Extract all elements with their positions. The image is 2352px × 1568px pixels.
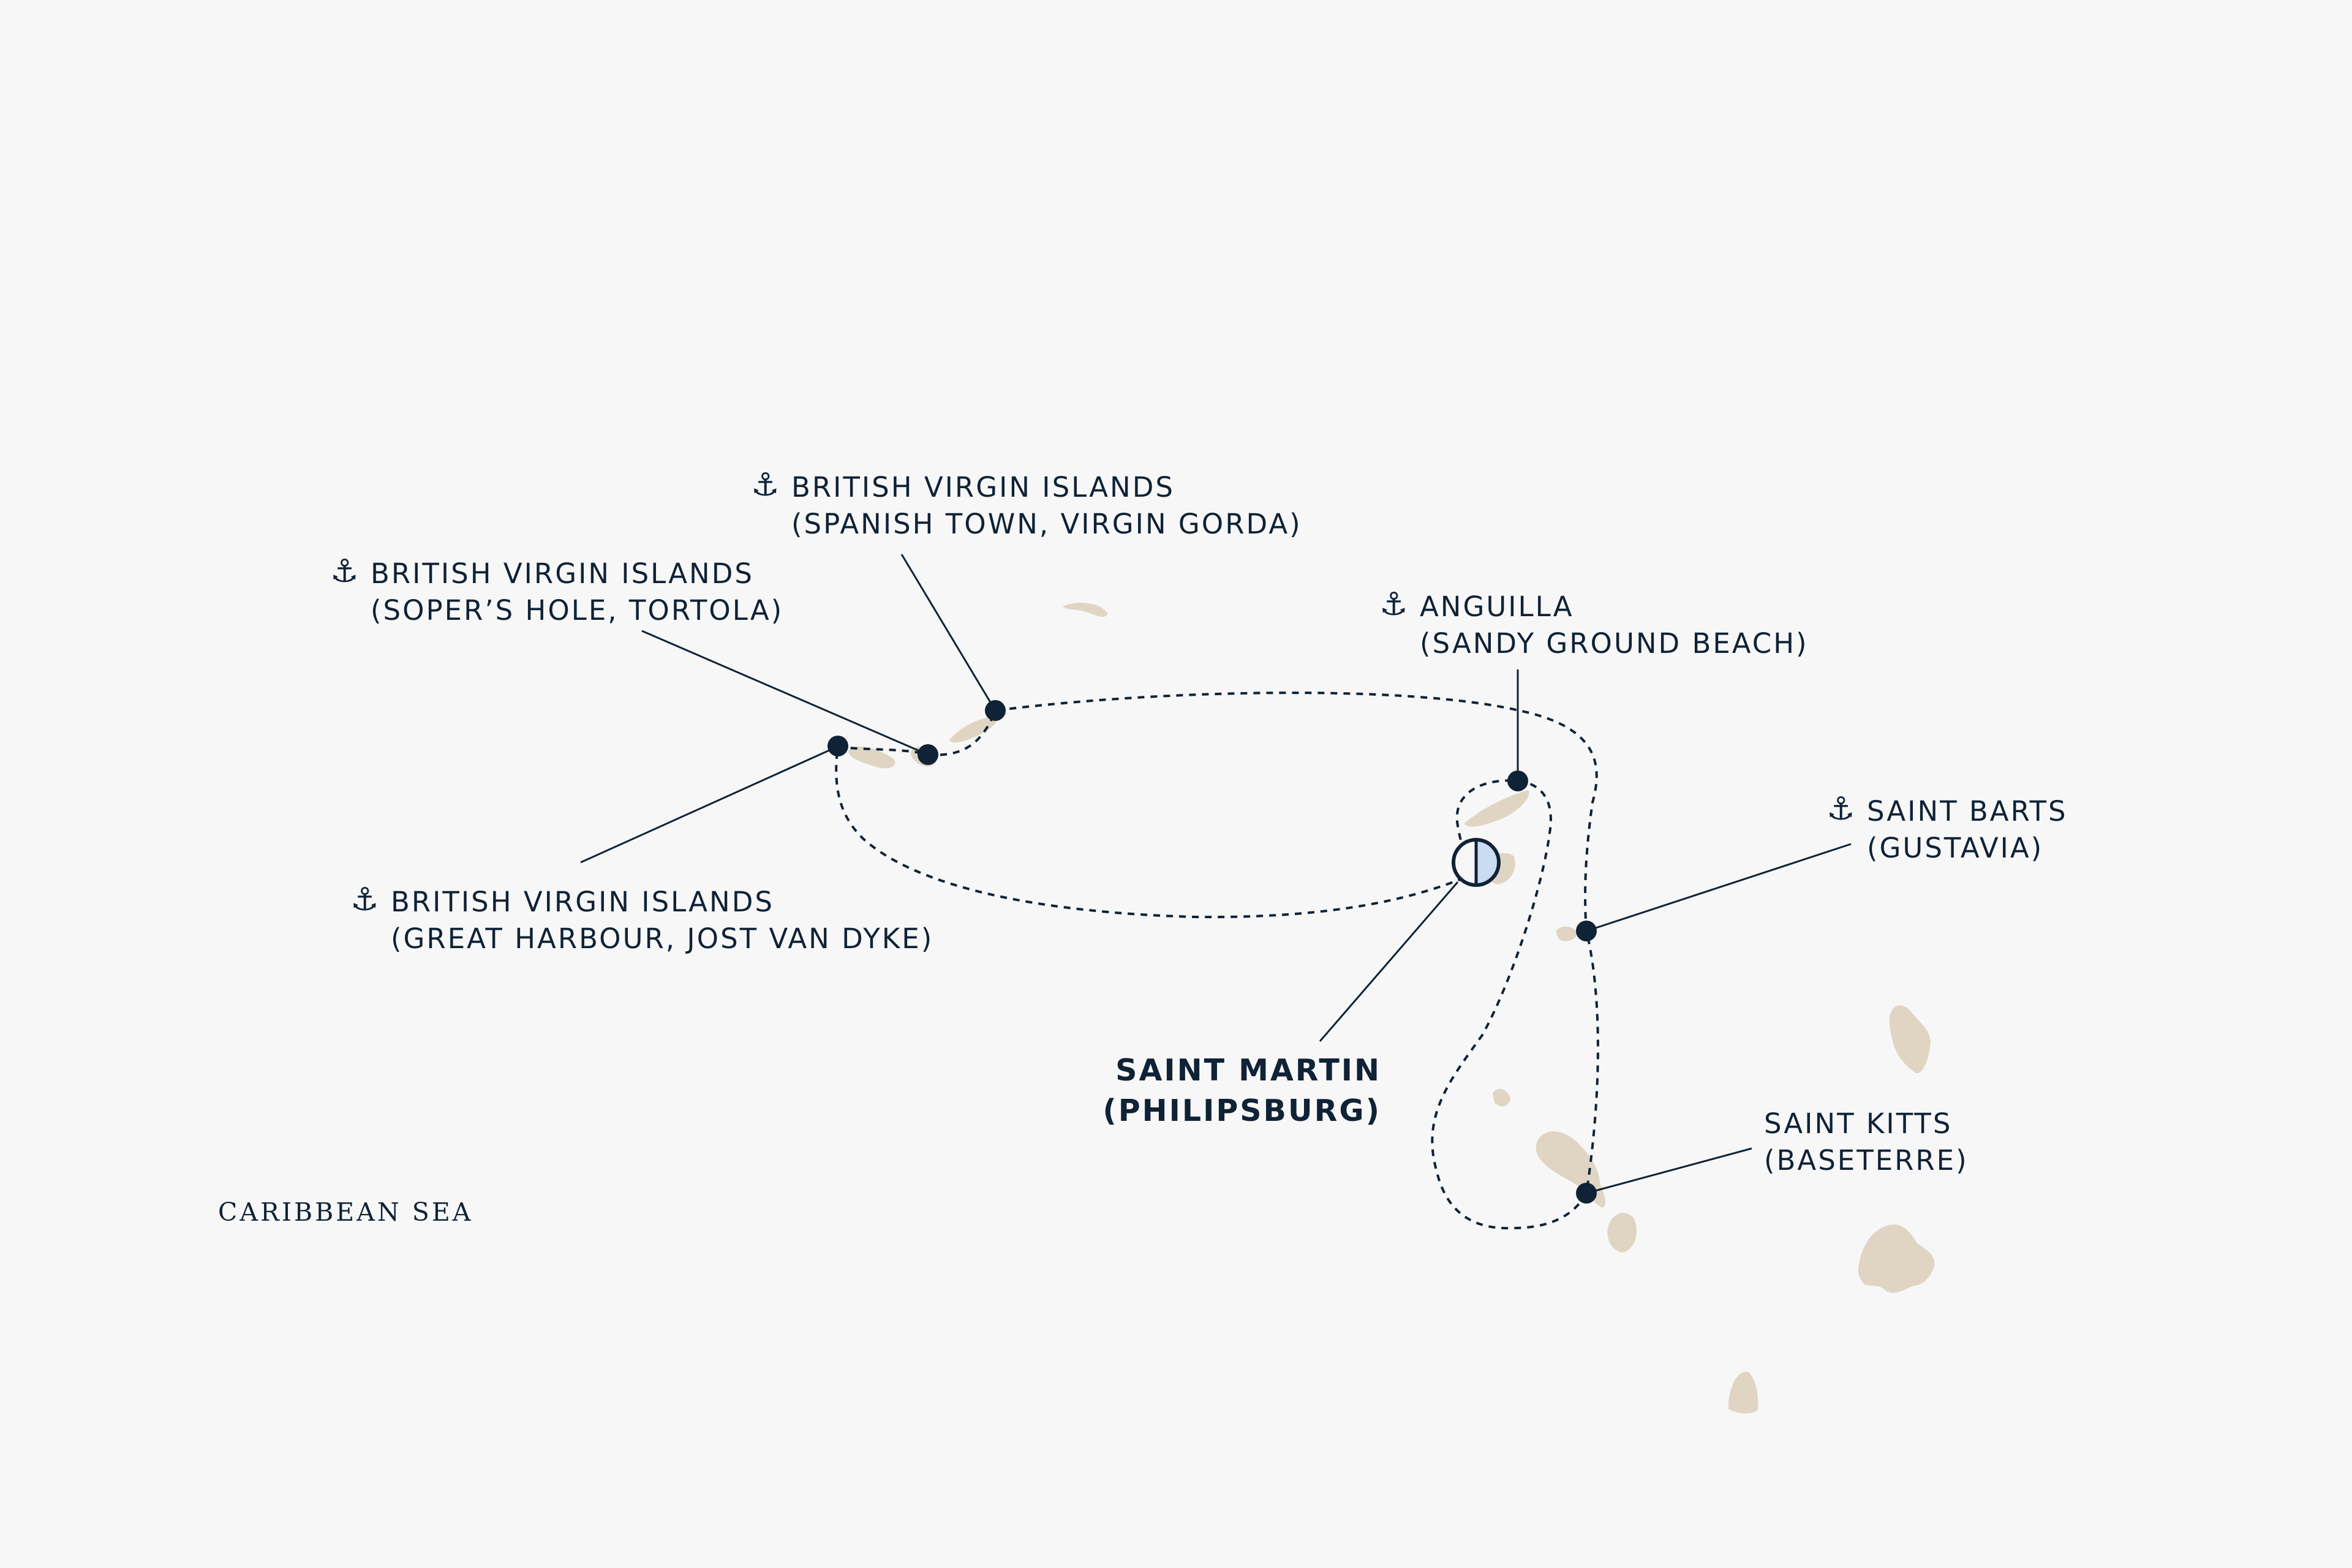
home-port-location: (PHILIPSBURG) xyxy=(1102,1093,1381,1128)
island-montserrat xyxy=(1728,1371,1758,1414)
stop-label-saint-kitts: SAINT KITTS (BASETERRE) xyxy=(1764,1106,1969,1179)
anchor-icon: ⚓ xyxy=(350,881,381,918)
stop-marker-saint-kitts xyxy=(1576,1183,1597,1204)
stop-location: (SOPER’S HOLE, TORTOLA) xyxy=(371,594,784,627)
stop-label-sopers-hole: ⚓ BRITISH VIRGIN ISLANDS (SOPER’S HOLE, … xyxy=(330,553,784,629)
stop-name: ANGUILLA xyxy=(1420,590,1574,623)
island-jost-van-dyke xyxy=(848,746,895,769)
home-port-name: SAINT MARTIN xyxy=(1115,1053,1381,1088)
land-masses xyxy=(848,602,1935,1414)
leader-saint-kitts xyxy=(1586,1147,1752,1194)
cruise-route xyxy=(835,692,1599,1230)
island-anguilla xyxy=(1464,790,1529,827)
stop-name: BRITISH VIRGIN ISLANDS xyxy=(391,886,774,918)
stop-name: BRITISH VIRGIN ISLANDS xyxy=(791,471,1175,503)
stop-marker-spanish-town xyxy=(985,700,1006,721)
stop-location: (SANDY GROUND BEACH) xyxy=(1420,627,1809,660)
stop-name: BRITISH VIRGIN ISLANDS xyxy=(371,557,754,590)
leader-saint-barts xyxy=(1586,843,1852,932)
leader-spanish-town xyxy=(900,554,997,711)
region-label: CARIBBEAN SEA xyxy=(218,1197,473,1227)
home-port-label: SAINT MARTIN (PHILIPSBURG) xyxy=(1084,1050,1381,1131)
stop-marker-anguilla xyxy=(1507,771,1528,791)
stop-marker-sopers-hole xyxy=(918,744,938,765)
island-anegada xyxy=(1063,602,1107,617)
stop-marker-great-harbour xyxy=(827,736,848,756)
stop-location: (SPANISH TOWN, VIRGIN GORDA) xyxy=(791,508,1302,540)
anchor-icon: ⚓ xyxy=(330,553,361,590)
stop-name: SAINT KITTS xyxy=(1764,1107,1953,1140)
island-virgin-gorda xyxy=(949,716,998,743)
island-saint-barts xyxy=(1556,926,1578,941)
anchor-icon: ⚓ xyxy=(1379,586,1410,623)
stop-location: (GREAT HARBOUR, JOST VAN DYKE) xyxy=(391,922,934,955)
stop-label-great-harbour: ⚓ BRITISH VIRGIN ISLANDS (GREAT HARBOUR,… xyxy=(350,881,934,957)
stop-label-spanish-town: ⚓ BRITISH VIRGIN ISLANDS (SPANISH TOWN, … xyxy=(751,467,1302,543)
leader-lines xyxy=(580,554,1852,1194)
island-nevis xyxy=(1607,1213,1637,1253)
island-barbuda xyxy=(1889,1005,1931,1074)
island-antigua xyxy=(1858,1224,1935,1293)
stop-marker-saint-barts xyxy=(1576,921,1597,941)
home-port-half-circle-icon xyxy=(1452,838,1501,887)
stop-label-anguilla: ⚓ ANGUILLA (SANDY GROUND BEACH) xyxy=(1379,586,1809,662)
leader-sopers-hole xyxy=(641,630,929,756)
island-saba xyxy=(1493,1088,1510,1107)
anchor-icon: ⚓ xyxy=(751,467,782,503)
stop-name: SAINT BARTS xyxy=(1867,795,2068,827)
stop-location: (BASETERRE) xyxy=(1764,1144,1969,1177)
leader-saint-martin xyxy=(1319,881,1459,1042)
stop-label-saint-barts: ⚓ SAINT BARTS (GUSTAVIA) xyxy=(1826,791,2068,867)
stop-markers xyxy=(827,700,1597,1204)
leader-great-harbour xyxy=(580,746,837,864)
stop-location: (GUSTAVIA) xyxy=(1867,832,2044,864)
anchor-icon: ⚓ xyxy=(1826,791,1857,827)
